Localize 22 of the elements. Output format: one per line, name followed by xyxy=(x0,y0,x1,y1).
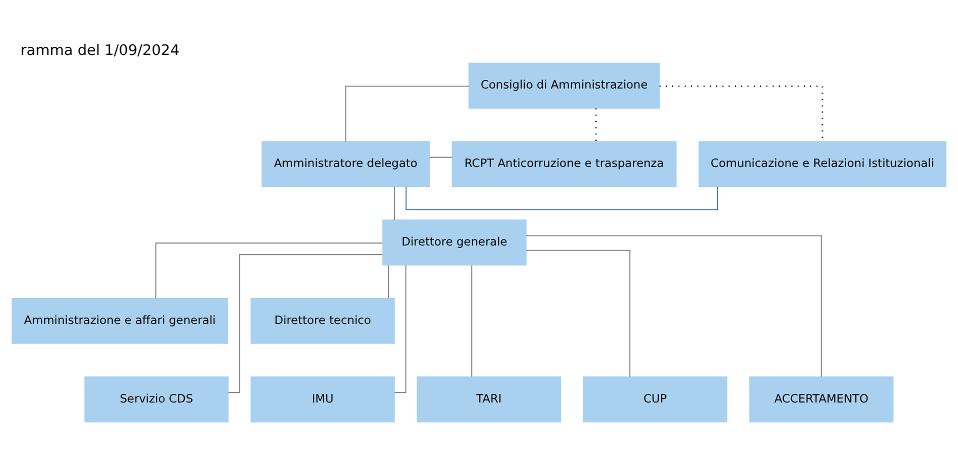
diagram-title: ramma del 1/09/2024 xyxy=(20,42,180,60)
node-box: Consiglio di Amministrazione xyxy=(468,62,660,109)
node-box: Direttore tecnico xyxy=(250,298,395,344)
connector xyxy=(394,186,395,220)
node-box: CUP xyxy=(583,376,728,422)
connector xyxy=(430,156,452,158)
node-box: TARI xyxy=(416,376,562,422)
connector xyxy=(526,235,822,377)
node-box: IMU xyxy=(250,376,395,422)
node-box: RCPT Anticorruzione e trasparenza xyxy=(452,141,677,188)
connector xyxy=(406,186,718,210)
node-box: ACCERTAMENTO xyxy=(749,376,894,422)
node-box: Comunicazione e Relazioni Istituzionali xyxy=(698,141,946,188)
node-box: Amministratore delegato xyxy=(262,141,430,188)
node-box: Amministrazione e affari generali xyxy=(12,298,228,344)
node-box: Direttore generale xyxy=(382,220,527,266)
connector xyxy=(388,265,390,298)
connector xyxy=(526,250,630,377)
connector xyxy=(471,265,472,376)
connector xyxy=(155,242,383,298)
connector xyxy=(345,86,469,142)
node-box: Servizio CDS xyxy=(84,376,229,422)
